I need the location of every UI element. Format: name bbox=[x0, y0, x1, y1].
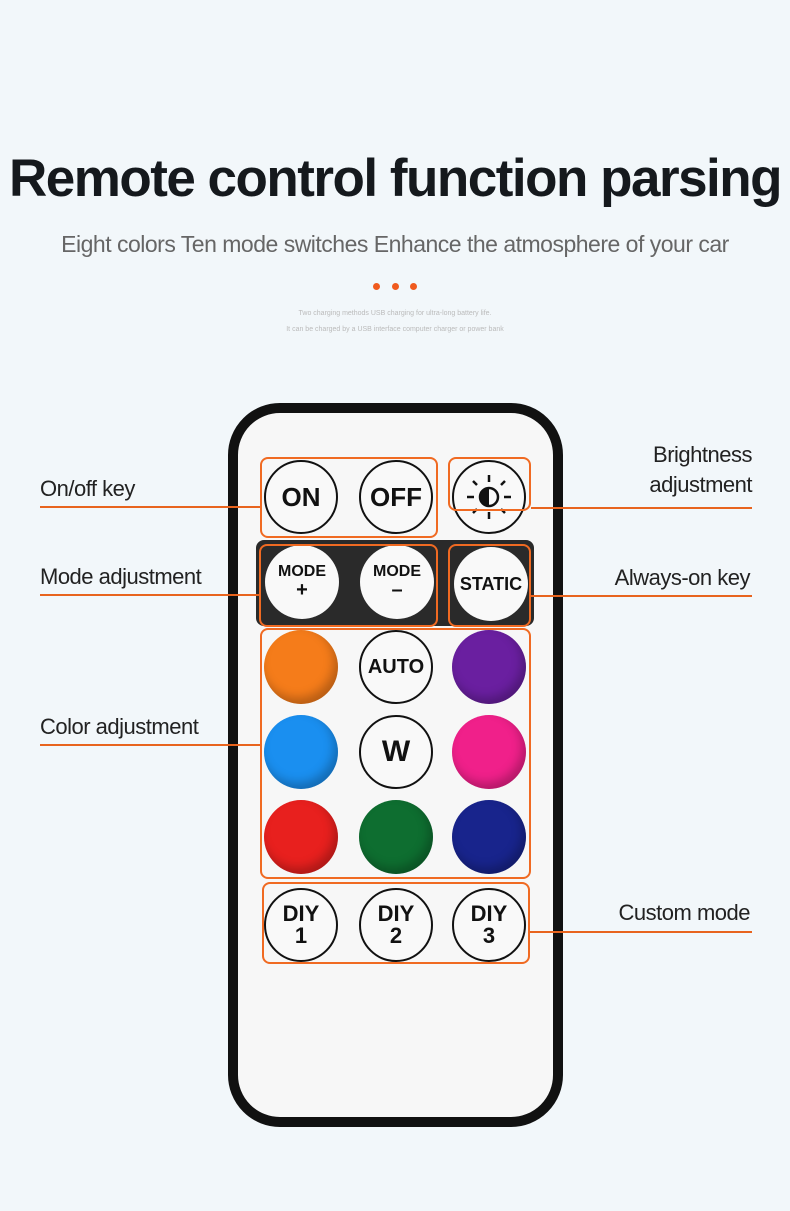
brightness-icon bbox=[467, 475, 511, 519]
dot-decoration bbox=[410, 283, 417, 290]
color-label: Color adjustment bbox=[40, 714, 199, 739]
color-leader bbox=[40, 744, 260, 746]
orange-color-button[interactable] bbox=[264, 630, 338, 704]
minus-label: – bbox=[391, 579, 403, 601]
page-title: Remote control function parsing bbox=[8, 149, 783, 208]
white-button[interactable]: W bbox=[359, 715, 433, 789]
on-button[interactable]: ON bbox=[264, 460, 338, 534]
diy-number: 2 bbox=[389, 923, 403, 948]
diy-label: DIY bbox=[377, 901, 415, 926]
green-color-button[interactable] bbox=[359, 800, 433, 874]
mode-highlight bbox=[259, 544, 438, 627]
always-on-leader bbox=[531, 595, 752, 597]
always-on-label: Always-on key bbox=[614, 565, 751, 590]
auto-button[interactable]: AUTO bbox=[359, 630, 433, 704]
color-highlight bbox=[260, 628, 531, 879]
mode-label: MODE bbox=[373, 563, 421, 580]
diy-number: 1 bbox=[294, 923, 308, 948]
brightness-label-2: adjustment bbox=[649, 472, 752, 497]
diy-label: DIY bbox=[470, 901, 508, 926]
plus-label: + bbox=[296, 579, 308, 601]
brightness-button[interactable] bbox=[452, 460, 526, 534]
custom-leader bbox=[530, 931, 752, 933]
mode-label: Mode adjustment bbox=[40, 564, 202, 589]
static-button[interactable]: STATIC bbox=[454, 547, 528, 621]
red-color-button[interactable] bbox=[264, 800, 338, 874]
blue-color-button[interactable] bbox=[264, 715, 338, 789]
pink-color-button[interactable] bbox=[452, 715, 526, 789]
dot-decoration bbox=[373, 283, 380, 290]
brightness-leader bbox=[531, 507, 752, 509]
mode-leader bbox=[40, 594, 259, 596]
off-button[interactable]: OFF bbox=[359, 460, 433, 534]
mode-label: MODE bbox=[278, 563, 326, 580]
onoff-leader bbox=[40, 506, 260, 508]
onoff-highlight bbox=[260, 457, 438, 538]
charging-note: Two charging methods USB charging for ul… bbox=[298, 310, 492, 317]
static-highlight bbox=[448, 544, 531, 627]
diy-number: 3 bbox=[482, 923, 496, 948]
mode-minus-button[interactable]: MODE– bbox=[360, 545, 434, 619]
dot-decoration bbox=[392, 283, 399, 290]
subtitle: Eight colors Ten mode switches Enhance t… bbox=[61, 231, 729, 257]
brightness-label-1: Brightness bbox=[653, 442, 752, 467]
onoff-label: On/off key bbox=[40, 476, 135, 501]
charging-note: It can be charged by a USB interface com… bbox=[286, 326, 504, 333]
custom-label: Custom mode bbox=[618, 900, 751, 925]
navy-color-button[interactable] bbox=[452, 800, 526, 874]
diy-label: DIY bbox=[282, 901, 320, 926]
purple-color-button[interactable] bbox=[452, 630, 526, 704]
mode-plus-button[interactable]: MODE+ bbox=[265, 545, 339, 619]
brightness-highlight bbox=[448, 457, 531, 511]
diy-highlight bbox=[262, 882, 530, 964]
